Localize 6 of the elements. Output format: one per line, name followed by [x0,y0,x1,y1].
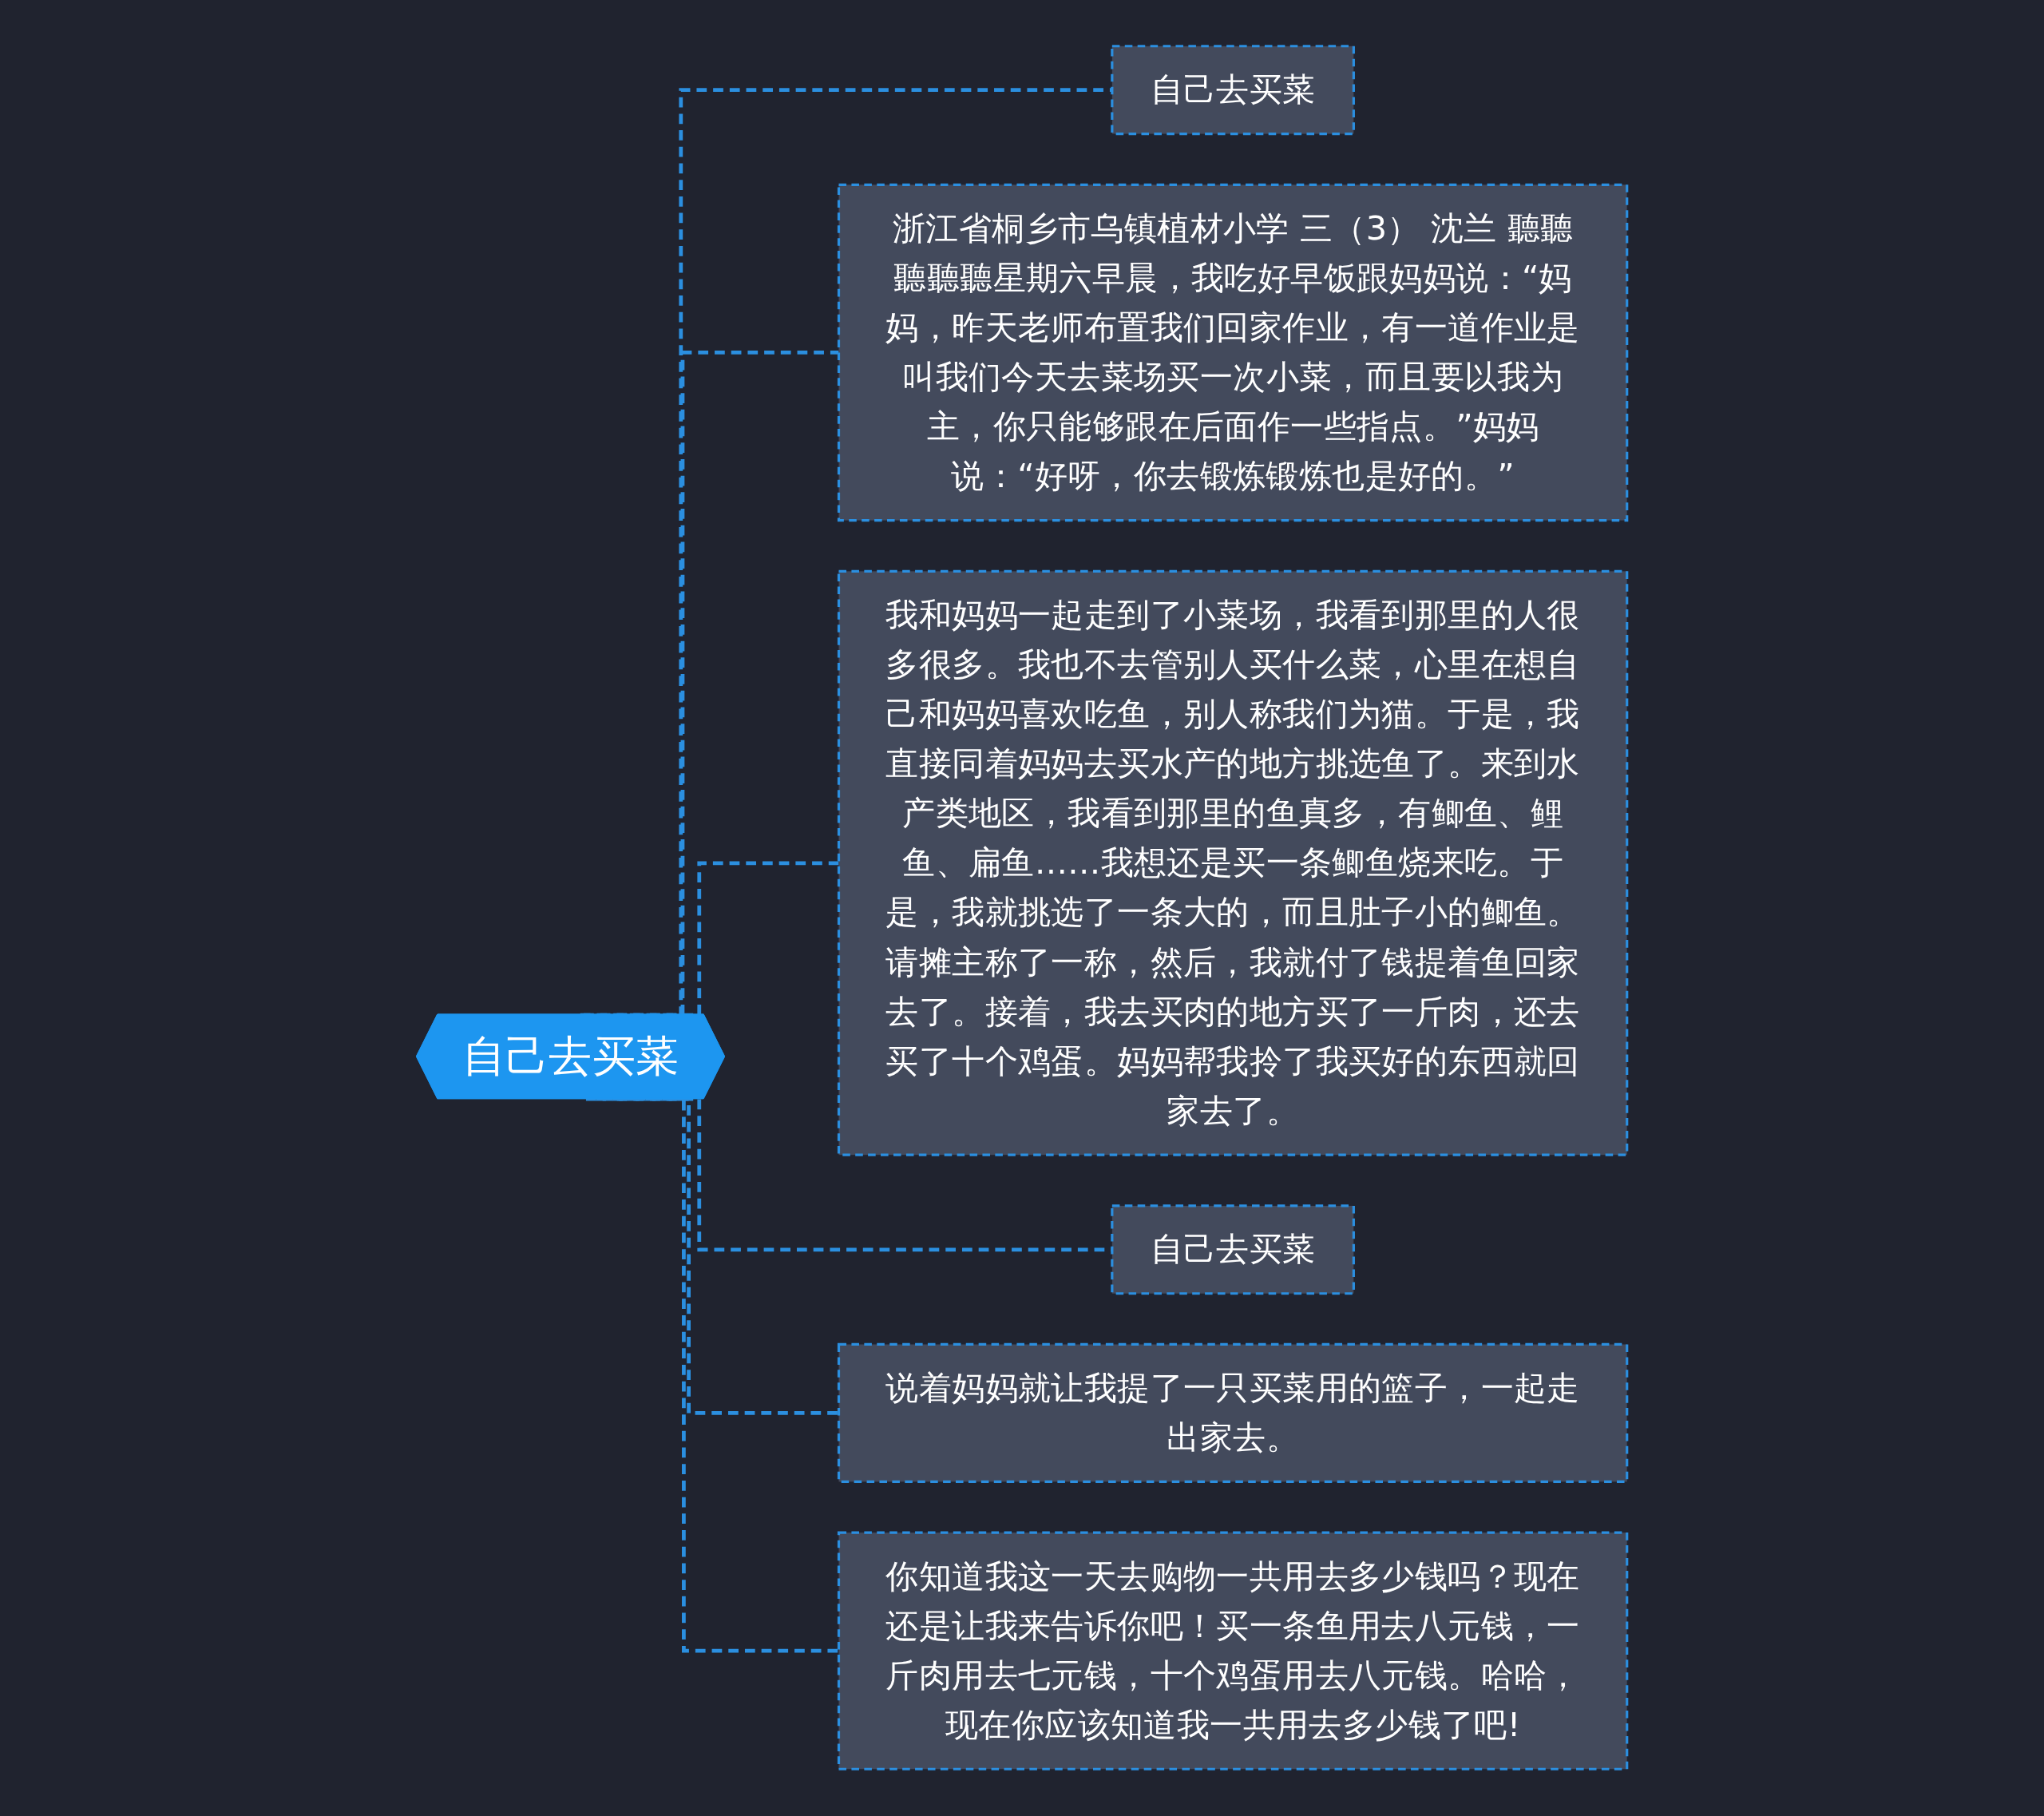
node-box [838,1343,1629,1484]
node-box [838,570,1629,1157]
node-box [1111,45,1356,136]
node-box [838,184,1629,522]
node-box [838,1532,1629,1771]
node-box [1111,1204,1356,1295]
